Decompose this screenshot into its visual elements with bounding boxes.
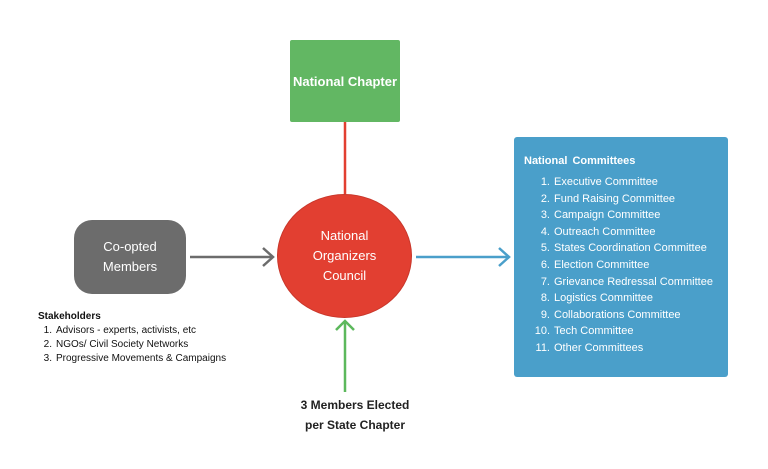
- list-item-label: Advisors - experts, activists, etc: [56, 325, 197, 336]
- elected-line: 3 Members Elected: [300, 398, 410, 412]
- list-item-label: States Coordination Committee: [554, 242, 707, 255]
- list-item-number: 3.: [540, 209, 550, 222]
- stakeholders-list: 1. Advisors - experts, activists, etc 2. NG…: [38, 324, 226, 366]
- list-item-number: 4.: [540, 225, 550, 238]
- list-item: 7. Grievance Redressal Committee: [524, 274, 718, 291]
- list-item-label: Fund Raising Committee: [554, 192, 676, 205]
- list-item: 4. Outreach Committee: [524, 224, 718, 241]
- national-chapter-node: National Chapter: [290, 40, 400, 122]
- national-committees-node: National Committees 1. Executive Committe…: [514, 137, 728, 377]
- council-label-line: National: [320, 228, 369, 243]
- list-item: 11. Other Committees: [524, 340, 718, 357]
- elected-line: per State Chapter: [304, 418, 406, 432]
- stakeholders-title: Stakeholders: [38, 311, 101, 322]
- list-item: 2. Fund Raising Committee: [524, 191, 718, 208]
- list-item-label: Grievance Redressal Committee: [554, 275, 713, 288]
- list-item: 10. Tech Committee: [524, 323, 718, 340]
- coopted-label-line: Co-opted: [103, 239, 157, 254]
- committees-list: 1. Executive Committee 2. Fund Raising Comm…: [524, 174, 718, 357]
- list-item-number: 10.: [534, 325, 550, 338]
- list-item-number: 7.: [540, 275, 550, 288]
- list-item-number: 1.: [540, 176, 550, 188]
- coopted-arrowhead-icon: [262, 247, 275, 267]
- list-item-number: 6.: [540, 258, 550, 271]
- list-item: 6. Election Committee: [524, 257, 718, 274]
- national-organizers-council-node: National Organizers Council: [277, 194, 412, 318]
- list-item-number: 2.: [540, 192, 550, 205]
- list-item: 9. Collaborations Committee: [524, 307, 718, 324]
- list-item-label: Election Committee: [554, 258, 650, 271]
- list-item-label: Logistics Committee: [554, 292, 654, 305]
- committees-title: National Committees: [524, 155, 636, 167]
- list-item-label: Collaborations Committee: [554, 308, 681, 321]
- council-label-line: Council: [322, 268, 367, 283]
- coopted-label-line: Members: [102, 259, 158, 274]
- list-item: 8. Logistics Committee: [524, 290, 718, 307]
- list-item-label: Progressive Movements & Campaigns: [56, 353, 227, 364]
- list-item-label: Campaign Committee: [554, 209, 661, 222]
- coopted-members-node: Co-opted Members: [74, 220, 186, 294]
- list-item: 5. States Coordination Committee: [524, 240, 718, 257]
- list-item-label: Tech Committee: [554, 325, 634, 338]
- list-item: 1. Advisors - experts, activists, etc: [38, 324, 226, 338]
- list-item: 3. Campaign Committee: [524, 207, 718, 224]
- list-item-number: 8.: [540, 292, 550, 305]
- list-item-number: 3.: [43, 353, 52, 364]
- list-item-number: 9.: [540, 308, 550, 321]
- list-item: 3. Progressive Movements & Campaigns: [38, 352, 226, 366]
- list-item: 1. Executive Committee: [524, 174, 718, 191]
- list-item-label: Other Committees: [554, 341, 644, 354]
- list-item-number: 11.: [535, 341, 550, 354]
- list-item-number: 5.: [540, 242, 550, 255]
- list-item-number: 1.: [43, 325, 52, 336]
- national-chapter-label: National Chapter: [292, 73, 397, 89]
- elected-members-label: 3 Members Elected per State Chapter: [280, 395, 430, 435]
- stakeholders-block: Stakeholders 1. Advisors - experts, activ…: [38, 311, 226, 366]
- committees-arrowhead-icon: [498, 247, 511, 267]
- list-item-number: 2.: [43, 339, 52, 350]
- list-item-label: Executive Committee: [554, 176, 658, 188]
- list-item: 2. NGOs/ Civil Society Networks: [38, 338, 226, 352]
- council-label-line: Organizers: [312, 248, 377, 263]
- list-item-label: NGOs/ Civil Society Networks: [56, 339, 189, 350]
- elected-arrowhead-icon: [335, 319, 355, 331]
- list-item-label: Outreach Committee: [554, 225, 656, 238]
